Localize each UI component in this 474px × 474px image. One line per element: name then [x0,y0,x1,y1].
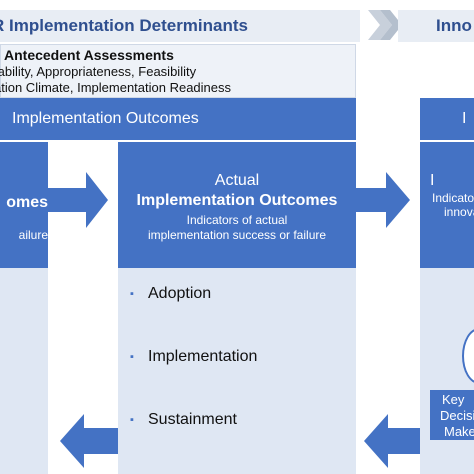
determinants-banner-title: R Implementation Determinants [0,16,248,35]
right-outcomes-header-text: I [462,110,467,127]
antecedent-assessments-title: Antecedent Assessments [4,47,174,63]
innovation-banner [398,10,474,42]
right-column-subtitle-line-2: innova [444,205,474,219]
outcome-item-adoption: Adoption [148,285,212,302]
chevron-separator-icon [368,10,402,40]
left-column-sub-fragment: ailure [18,228,48,242]
determinants-banner [0,10,360,42]
right-column-subtitle-line-1: Indicator [432,191,474,205]
actual-outcomes-subtitle-line-1: Indicators of actual [186,213,288,227]
right-column-header [420,142,474,268]
antecedent-line-1: tability, Appropriateness, Feasibility [0,64,197,79]
antecedent-assessments-box [0,44,356,98]
antecedent-line-2: ation Climate, Implementation Readiness [0,80,232,95]
left-column-body [0,268,48,474]
left-column-title-fragment: omes [6,194,48,211]
left-arrow-icon [60,414,118,468]
implementation-outcomes-header-text: Implementation Outcomes [12,110,199,127]
actual-outcomes-title-line-2: Implementation Outcomes [136,192,338,209]
bullet-icon: ▪ [130,414,134,426]
bullet-icon: ▪ [130,351,134,363]
bullet-icon: ▪ [130,288,134,300]
implementation-outcomes-header [0,98,356,140]
key-decision-line-1: Key [442,392,465,407]
actual-outcomes-body [118,268,356,474]
right-arrow-icon [356,172,410,228]
key-decision-line-2: Decisi [440,408,474,423]
left-column-header [0,142,48,268]
innovation-banner-title: Inno [436,16,472,35]
outcome-item-implementation: Implementation [148,348,258,365]
actual-outcomes-header [118,142,356,268]
key-decision-box [430,390,474,440]
actual-outcomes-title-line-1: Actual [214,172,260,189]
right-outcomes-header [420,98,474,140]
actual-outcomes-subtitle-line-2: implementation success or failure [147,228,327,242]
left-arrow-icon [364,414,420,468]
key-decision-line-3: Make [444,424,474,439]
right-arrow-icon [48,172,108,228]
right-column-title-fragment: I [430,172,435,189]
outcome-item-sustainment: Sustainment [148,411,237,428]
